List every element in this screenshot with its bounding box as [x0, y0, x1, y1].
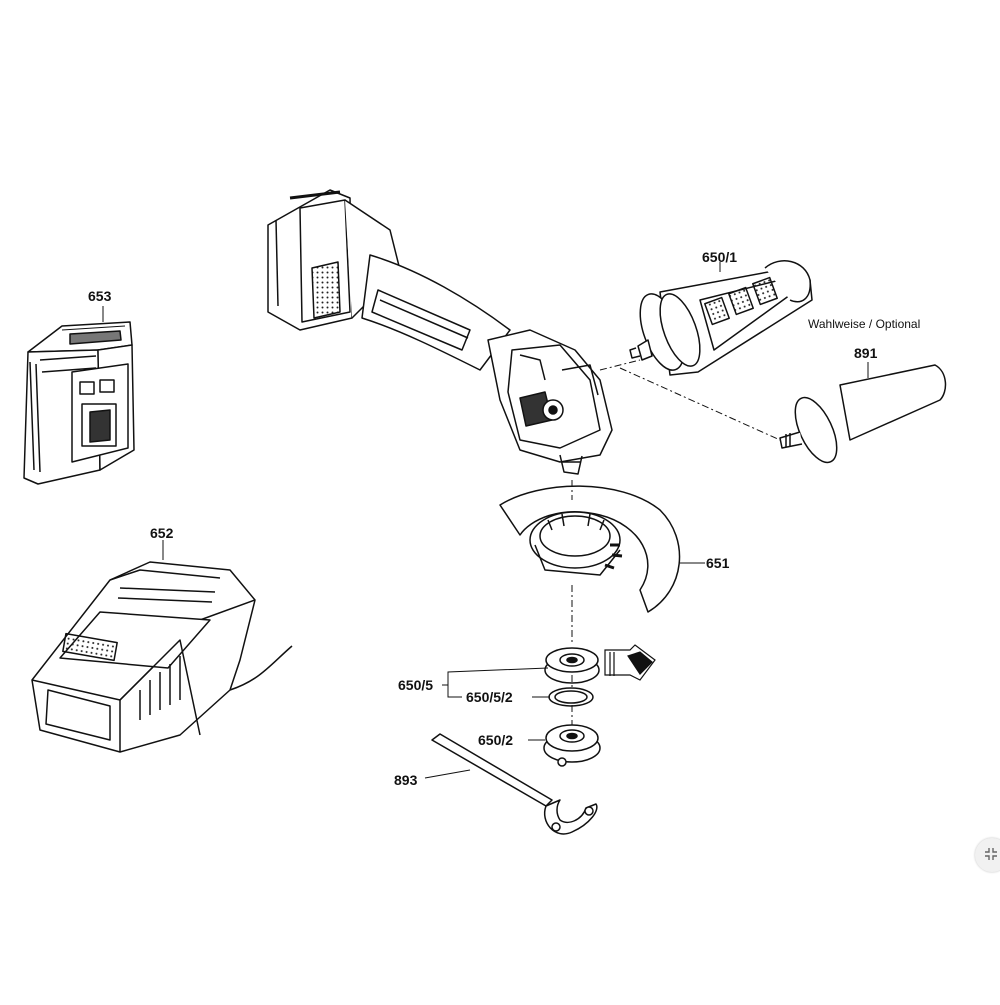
label-653: 653 — [88, 288, 112, 304]
flange-650-5 — [544, 647, 600, 684]
label-651: 651 — [706, 555, 730, 571]
label-652: 652 — [150, 525, 174, 541]
label-650-1: 650/1 — [702, 249, 738, 265]
label-650-2: 650/2 — [478, 732, 514, 748]
leader-lines — [102, 262, 869, 779]
label-optional-note: Wahlweise / Optional — [808, 317, 921, 331]
label-893: 893 — [394, 772, 418, 788]
charger-652 — [31, 561, 293, 753]
clamping-nut-650-2 — [543, 724, 601, 767]
wheel-guard-651 — [499, 485, 681, 613]
label-650-5: 650/5 — [398, 677, 434, 693]
angle-grinder-body — [267, 189, 613, 475]
expand-icon — [985, 848, 997, 860]
label-650-5-2: 650/5/2 — [466, 689, 513, 705]
expand-button[interactable] — [975, 838, 1000, 872]
battery-pack-653 — [23, 321, 135, 485]
pin-spanner-893 — [431, 733, 598, 835]
label-891: 891 — [854, 345, 878, 361]
handle-891 — [779, 364, 947, 464]
washer-650-5-2 — [548, 687, 594, 707]
flange-detail-inset — [604, 644, 656, 681]
aux-handle-650-1 — [629, 260, 813, 376]
